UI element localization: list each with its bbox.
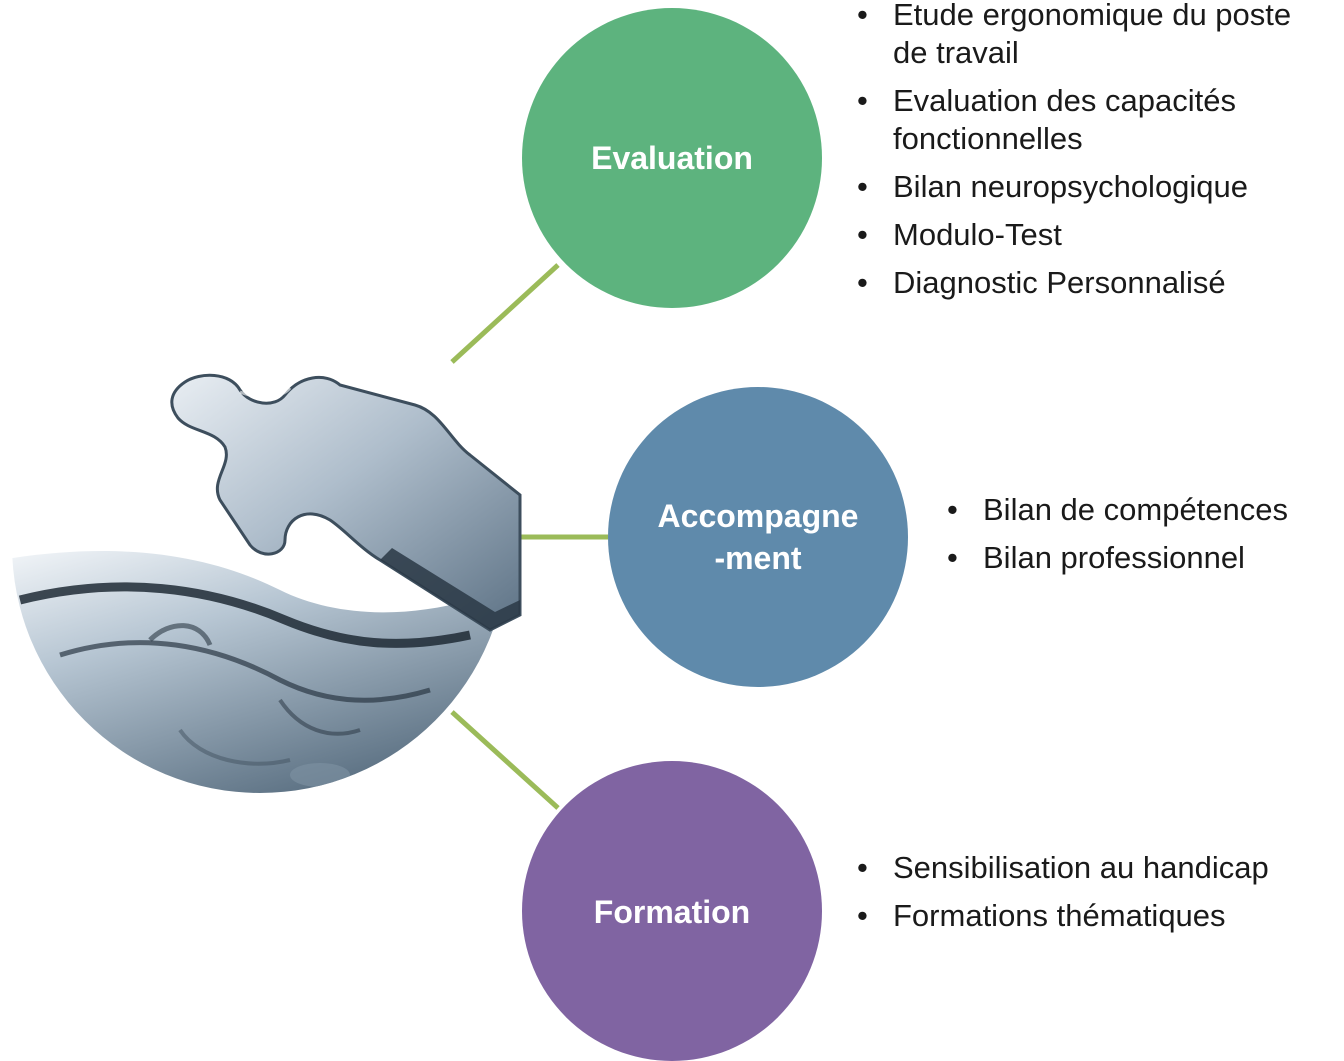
accompagnement-items: Bilan de compétences Bilan professionnel [945, 491, 1340, 587]
formation-label: Formation [593, 894, 751, 930]
list-item: Bilan neuropsychologique [855, 168, 1305, 206]
list-item: Bilan de compétences [945, 491, 1340, 529]
list-item: Etude ergonomique du poste de travail [855, 0, 1305, 72]
list-item: Sensibilisation au handicap [855, 849, 1275, 887]
list-item: Bilan professionnel [945, 539, 1340, 577]
evaluation-circle [522, 8, 822, 308]
accompagnement-circle [608, 387, 908, 687]
list-item: Modulo-Test [855, 216, 1305, 254]
list-item: Evaluation des capacités fonctionnelles [855, 82, 1305, 158]
evaluation-label: Evaluation [591, 140, 753, 176]
connector-formation [450, 710, 560, 810]
puzzle-sphere-image [12, 373, 522, 793]
formation-circle [522, 761, 822, 1061]
formation-items: Sensibilisation au handicap Formations t… [855, 849, 1275, 945]
connector-evaluation [450, 263, 560, 364]
list-item: Formations thématiques [855, 897, 1275, 935]
list-item: Diagnostic Personnalisé [855, 264, 1305, 302]
evaluation-items: Etude ergonomique du poste de travail Ev… [855, 0, 1305, 312]
accompagnement-label: Accompagne -ment [657, 498, 859, 576]
